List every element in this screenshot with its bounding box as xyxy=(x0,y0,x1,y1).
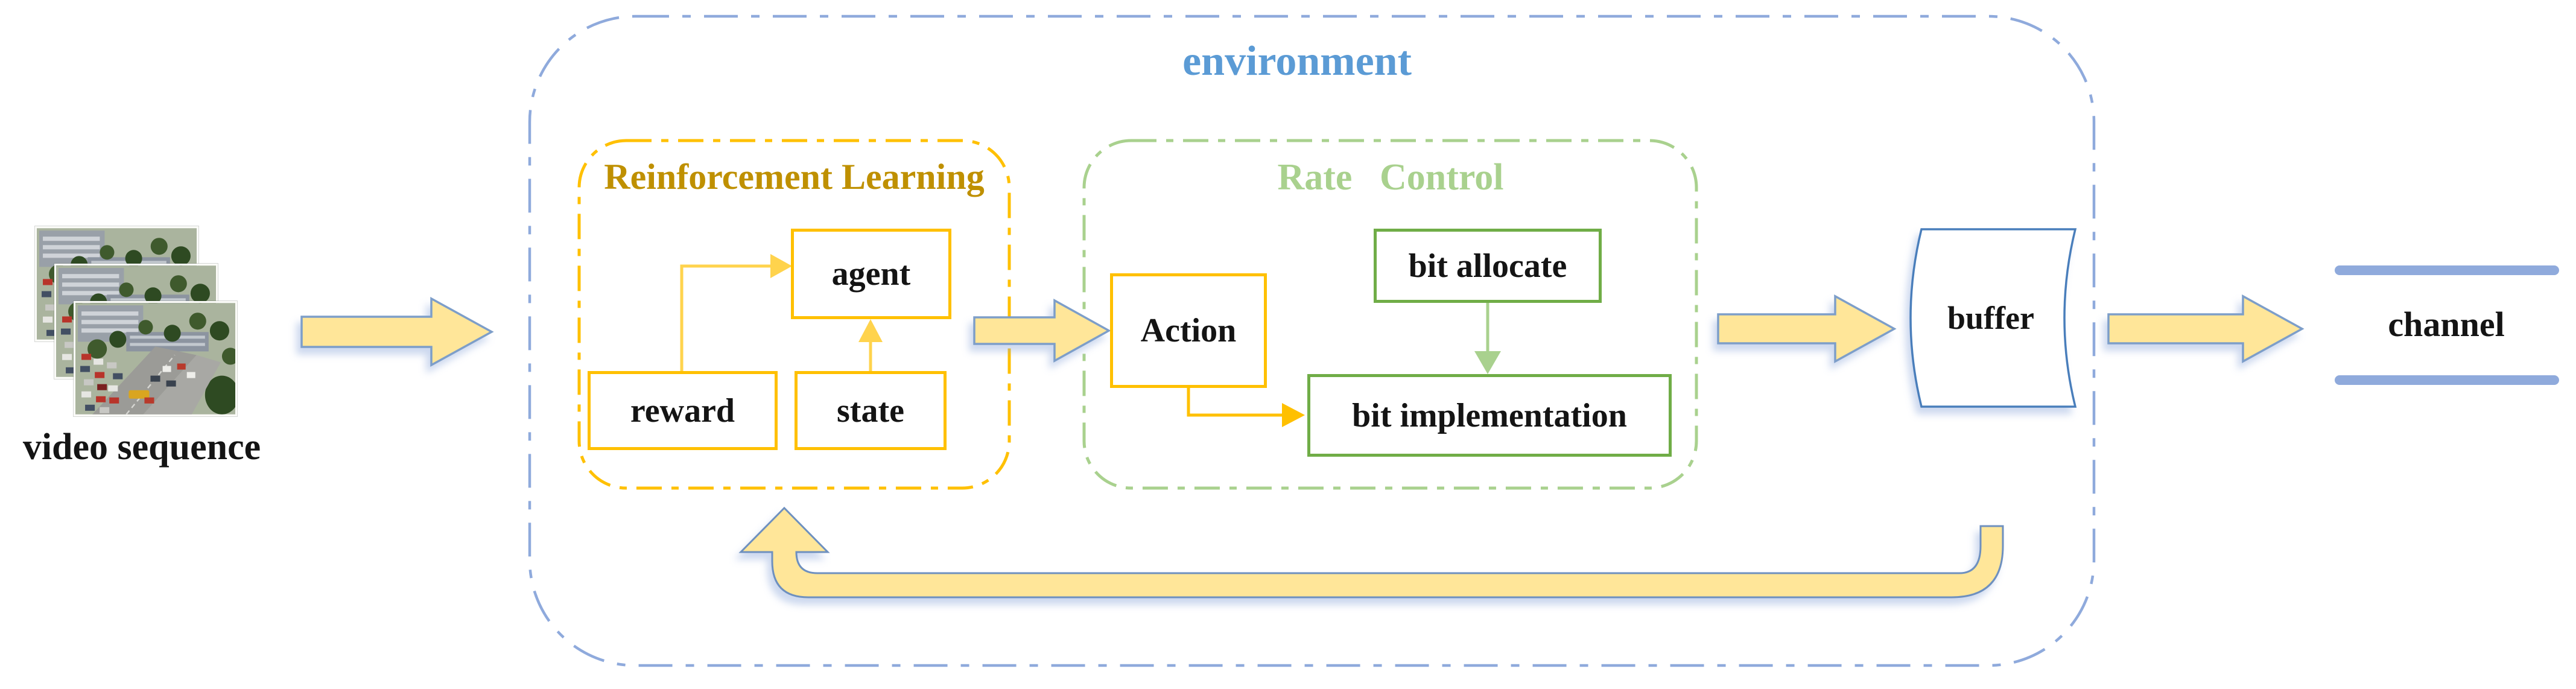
state-to-agent-arrowhead-icon xyxy=(858,319,883,342)
arrow-buffer-to-channel-icon xyxy=(2107,294,2305,363)
action-to-bit-implementation-arrowhead-icon xyxy=(1282,403,1305,427)
buffer-label: buffer xyxy=(1947,299,2034,336)
rate-control-connectors xyxy=(1187,303,1501,427)
agent-node: agent xyxy=(791,229,951,319)
reinforcement-learning-dashed-border xyxy=(577,139,1011,490)
reward-to-agent-arrow-icon xyxy=(680,264,770,371)
rate-control-dashed-border xyxy=(1082,139,1698,490)
arrow-rate-control-to-buffer-icon xyxy=(1717,294,1897,363)
video-sequence-label: video sequence xyxy=(22,427,261,468)
environment-title: environment xyxy=(1182,38,1412,85)
reinforcement-learning-title: Reinforcement Learning xyxy=(604,156,985,197)
channel-bottom-line xyxy=(2335,375,2559,385)
reward-node: reward xyxy=(588,371,778,450)
rl-connectors xyxy=(680,254,883,371)
channel-top-line xyxy=(2335,265,2559,275)
arrow-video-to-environment-icon xyxy=(300,297,494,367)
rate-control-title: Rate Control xyxy=(1277,157,1504,198)
bit-implementation-node: bit implementation xyxy=(1307,374,1672,457)
channel-label: channel xyxy=(2388,304,2505,344)
bit-allocate-to-bit-implementation-arrowhead-icon xyxy=(1474,351,1501,374)
bit-allocate-node: bit allocate xyxy=(1374,229,1602,303)
feedback-arrow-buffer-to-rl-icon xyxy=(738,506,2004,599)
video-frame-3 xyxy=(74,301,237,416)
environment-dashed-border xyxy=(528,14,2096,667)
state-node: state xyxy=(795,371,947,450)
action-to-bit-implementation-arrow-icon xyxy=(1187,388,1282,417)
buffer-shape xyxy=(1909,228,2077,408)
action-node: Action xyxy=(1110,273,1267,388)
reward-to-agent-arrowhead-icon xyxy=(770,254,792,278)
arrow-rl-to-action-icon xyxy=(973,299,1111,363)
